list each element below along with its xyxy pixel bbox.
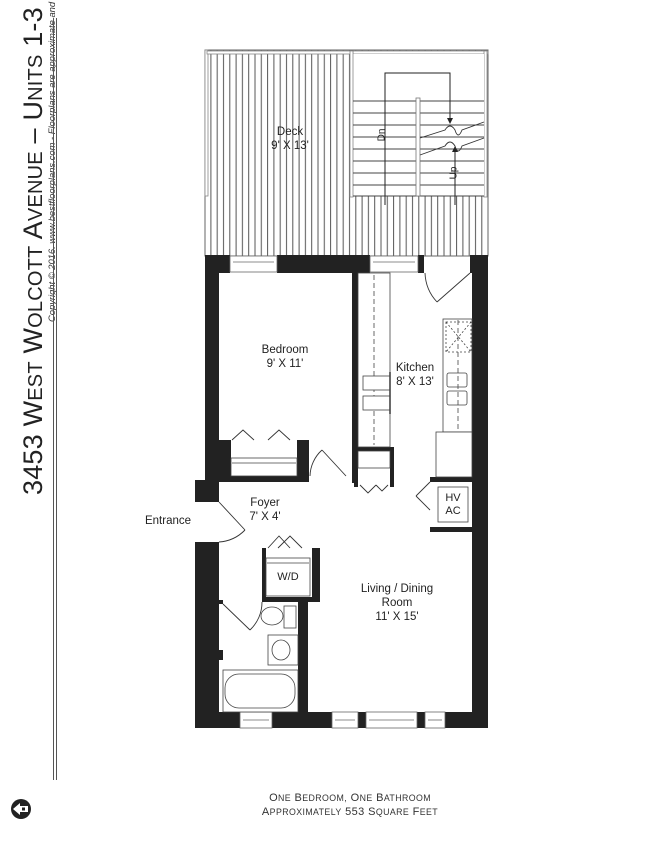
footer-line-1: ONE BEDROOM, ONE BATHROOM bbox=[269, 792, 431, 804]
deck-name: Deck bbox=[276, 126, 304, 138]
footer-line-2: APPROXIMATELY 553 SQUARE FEET bbox=[261, 806, 439, 818]
sidebar-divider bbox=[53, 18, 57, 780]
bedroom-size: 9' X 11' bbox=[266, 358, 304, 370]
kitchen-size: 8' X 13' bbox=[396, 376, 434, 388]
deck-size: 9' X 13' bbox=[271, 140, 309, 152]
hvac-line-1: HV bbox=[445, 492, 461, 504]
entrance-label: Entrance bbox=[144, 515, 192, 527]
foyer-size: 7' X 4' bbox=[249, 511, 281, 523]
bedroom-name: Bedroom bbox=[261, 344, 309, 356]
foyer-name: Foyer bbox=[250, 497, 280, 509]
room-label-deck: Deck 9' X 13' bbox=[250, 125, 330, 153]
stair-down-label: Dn bbox=[376, 128, 388, 142]
living-name-line-1: Living / Dining bbox=[360, 583, 434, 595]
hvac-line-2: AC bbox=[445, 505, 461, 517]
fixtures bbox=[222, 272, 473, 713]
room-label-foyer: Foyer 7' X 4' bbox=[225, 496, 305, 524]
house-logo-icon bbox=[11, 799, 31, 819]
doors bbox=[218, 272, 471, 631]
windows bbox=[229, 255, 446, 729]
room-label-bedroom: Bedroom 9' X 11' bbox=[240, 343, 330, 371]
hvac-label: HV AC bbox=[438, 492, 468, 518]
room-label-living: Living / Dining Room 11' X 15' bbox=[347, 582, 447, 624]
kitchen-name: Kitchen bbox=[395, 362, 435, 374]
living-size: 11' X 15' bbox=[375, 611, 419, 623]
living-name-line-2: Room bbox=[381, 597, 413, 609]
deck-area bbox=[204, 49, 489, 257]
room-label-kitchen: Kitchen 8' X 13' bbox=[390, 361, 440, 389]
stair-up-label: Up bbox=[448, 166, 460, 180]
walls bbox=[195, 255, 488, 728]
washer-dryer-label: W/D bbox=[277, 571, 299, 583]
